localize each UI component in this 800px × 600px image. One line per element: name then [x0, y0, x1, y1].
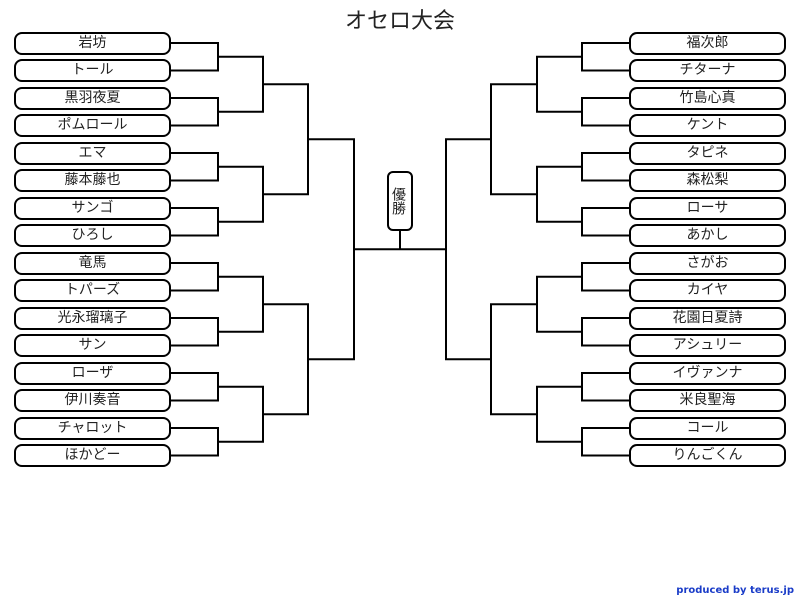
player-box[interactable]: チャロット: [14, 416, 171, 440]
bracket-round-2: [218, 165, 264, 223]
bracket-round-2: [536, 165, 582, 223]
player-box[interactable]: 伊川奏音: [14, 389, 171, 412]
player-box[interactable]: ポムロール: [14, 114, 171, 137]
bracket-round-3: [490, 83, 537, 196]
bracket-round-1: [581, 427, 630, 457]
winner-box: 優勝: [387, 171, 413, 231]
bracket-round-1: [170, 427, 219, 457]
player-box[interactable]: 竜馬: [14, 251, 171, 275]
player-box[interactable]: さがお: [629, 251, 786, 275]
player-box[interactable]: エマ: [14, 141, 171, 165]
player-box[interactable]: 黒羽夜夏: [14, 86, 171, 110]
bracket-round-4: [308, 138, 355, 361]
player-box[interactable]: 岩坊: [14, 31, 171, 55]
bracket-round-1: [170, 152, 219, 182]
player-box[interactable]: イヴァンナ: [629, 361, 786, 385]
bracket-round-4: [445, 138, 491, 361]
player-box[interactable]: ほかどー: [14, 444, 171, 467]
bracket-round-2: [218, 275, 264, 333]
player-box[interactable]: カイヤ: [629, 279, 786, 302]
bracket-round-3: [263, 83, 309, 196]
credit-link[interactable]: produced by terus.jp: [676, 585, 794, 596]
player-box[interactable]: 福次郎: [629, 31, 786, 55]
player-box[interactable]: トパーズ: [14, 279, 171, 302]
player-box[interactable]: 米良聖海: [629, 389, 786, 412]
bracket-round-1: [170, 97, 219, 127]
bracket-round-1: [581, 152, 630, 182]
bracket-round-2: [536, 275, 582, 333]
player-box[interactable]: トール: [14, 59, 171, 82]
bracket-round-1: [581, 372, 630, 402]
player-box[interactable]: サン: [14, 334, 171, 357]
page-title: オセロ大会: [344, 9, 455, 34]
bracket-round-1: [170, 262, 219, 292]
bracket-round-1: [170, 42, 219, 72]
bracket-round-2: [536, 55, 582, 113]
player-box[interactable]: 花園日夏詩: [629, 306, 786, 330]
bracket-round-1: [581, 42, 630, 72]
player-box[interactable]: ケント: [629, 114, 786, 137]
bracket-round-3: [263, 303, 309, 416]
player-box[interactable]: あかし: [629, 224, 786, 247]
player-box[interactable]: ローサ: [629, 196, 786, 220]
bracket-round-2: [218, 55, 264, 113]
player-box[interactable]: 藤本藤也: [14, 169, 171, 192]
player-box[interactable]: ローザ: [14, 361, 171, 385]
bracket-round-1: [581, 317, 630, 347]
bracket-round-1: [581, 97, 630, 127]
player-box[interactable]: ひろし: [14, 224, 171, 247]
bracket-round-1: [170, 317, 219, 347]
player-box[interactable]: サンゴ: [14, 196, 171, 220]
player-box[interactable]: 光永瑠璃子: [14, 306, 171, 330]
player-box[interactable]: アシュリー: [629, 334, 786, 357]
player-box[interactable]: コール: [629, 416, 786, 440]
player-box[interactable]: りんごくん: [629, 444, 786, 467]
bracket-round-3: [490, 303, 537, 416]
player-box[interactable]: チターナ: [629, 59, 786, 82]
bracket-round-2: [218, 385, 264, 443]
bracket-round-1: [581, 262, 630, 292]
player-box[interactable]: タピネ: [629, 141, 786, 165]
bracket-round-2: [536, 385, 582, 443]
bracket-round-1: [581, 207, 630, 237]
bracket-round-1: [170, 372, 219, 402]
player-box[interactable]: 森松梨: [629, 169, 786, 192]
player-box[interactable]: 竹島心真: [629, 86, 786, 110]
bracket-round-1: [170, 207, 219, 237]
